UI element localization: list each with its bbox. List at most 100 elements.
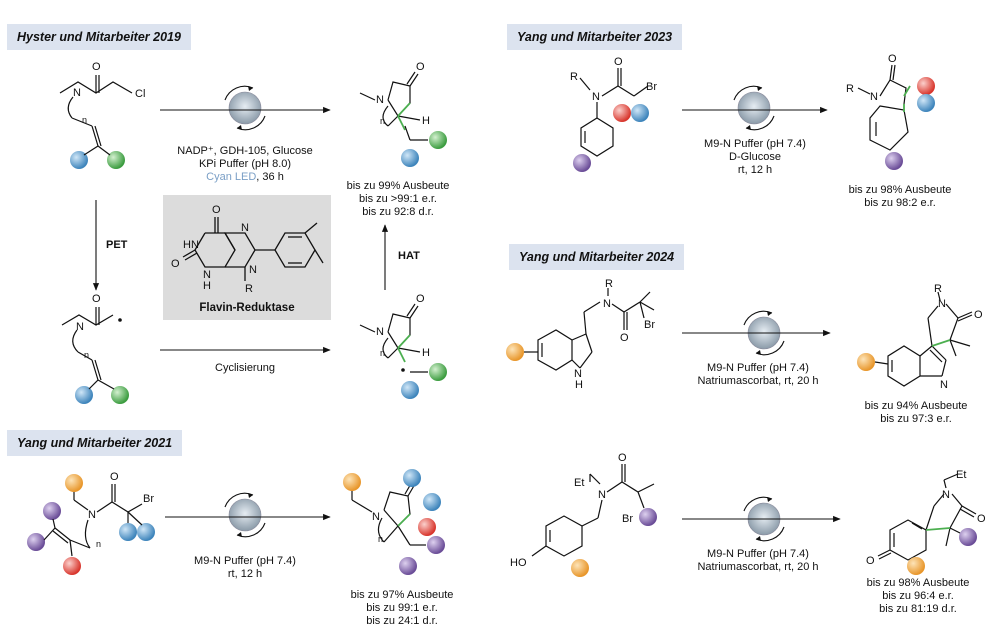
conditions-time: , 36 h [256, 171, 284, 183]
substituent-green [111, 386, 129, 404]
molecule-yang2023-substrate [579, 68, 649, 157]
atom-r: R [570, 71, 578, 83]
substituent-blue [917, 94, 935, 112]
molecule-yang2024b-substrate [531, 464, 655, 557]
atom-br: Br [644, 319, 655, 331]
flavin-reductase-box: O O HN N H N R N Flavin-Reduktase [163, 195, 331, 320]
molecule-yang2023-product [857, 64, 909, 151]
label-cyclization: Cyclisierung [215, 362, 275, 374]
substituent-blue [631, 104, 649, 122]
substituent-purple [27, 533, 45, 551]
atom-h: H [422, 115, 430, 127]
atom-br: Br [143, 493, 154, 505]
flavin-o-top: O [212, 204, 221, 216]
substituent-purple [959, 528, 977, 546]
enzyme-icon [733, 85, 775, 131]
conditions-yang2024a: M9-N Puffer (pH 7.4) Natriumascorbat, rt… [697, 362, 818, 388]
substituent-red [613, 104, 631, 122]
substituent-purple [427, 536, 445, 554]
result-er: bis zu 99:1 e.r. [366, 602, 438, 614]
atom-cl: Cl [135, 88, 145, 100]
cyan-led-label: Cyan LED [206, 171, 257, 183]
flavin-n-bottom: N [249, 264, 257, 276]
substituent-purple [639, 508, 657, 526]
molecule-hyster-radical-2 [359, 303, 428, 373]
result-yield: bis zu 98% Ausbeute [848, 184, 952, 196]
atom-o: O [614, 56, 623, 68]
header-yang-2021: Yang und Mitarbeiter 2021 [7, 430, 183, 456]
molecule-yang2024b-product [877, 473, 977, 561]
atom-o: O [416, 293, 425, 305]
substituent-orange [343, 473, 361, 491]
substituent-orange [65, 474, 83, 492]
flavin-nh-bottom: N [203, 269, 211, 281]
molecule-yang2024a-product [887, 291, 973, 387]
conditions-line: Natriumascorbat, rt, 20 h [697, 561, 819, 573]
conditions-line: rt, 12 h [227, 568, 263, 580]
conditions-line: Natriumascorbat, rt, 20 h [697, 375, 819, 387]
atom-o: O [977, 513, 986, 525]
index-n: n [82, 115, 87, 125]
substituent-green [429, 363, 447, 381]
header-hyster-2019: Hyster und Mitarbeiter 2019 [7, 24, 191, 50]
results-yang2023: bis zu 98% Ausbeute bis zu 98:2 e.r. [849, 184, 952, 210]
enzyme-icon [224, 492, 266, 538]
label-pet: PET [106, 239, 128, 251]
result-er: bis zu 96:4 e.r. [882, 590, 954, 602]
atom-o: O [92, 61, 101, 73]
molecule-hyster-radical-1 [61, 307, 114, 381]
conditions-yang2024b: M9-N Puffer (pH 7.4) Natriumascorbat, rt… [697, 548, 818, 574]
atom-n: N [73, 87, 81, 99]
conditions-yang2021: M9-N Puffer (pH 7.4) rt, 12 h [194, 555, 296, 581]
atom-n: N [376, 94, 384, 106]
substituent-blue [401, 149, 419, 167]
atom-o: O [974, 309, 983, 321]
conditions-line: D-Glucose [704, 151, 806, 164]
substituent-orange [506, 343, 524, 361]
atom-r: R [934, 283, 942, 295]
substituent-blue [137, 523, 155, 541]
result-dr: bis zu 24:1 d.r. [366, 615, 438, 627]
conditions-line: Cyan LED, 36 h [177, 171, 312, 184]
index-n: n [380, 348, 385, 358]
atom-br: Br [622, 513, 633, 525]
index-n: n [378, 534, 383, 544]
atom-r: R [846, 83, 854, 95]
result-er: bis zu 98:2 e.r. [864, 197, 936, 209]
atom-o: O [888, 53, 897, 65]
substituent-green [429, 131, 447, 149]
result-yield: bis zu 97% Ausbeute [350, 589, 454, 601]
atom-n: N [603, 298, 611, 310]
substituent-purple [43, 502, 61, 520]
results-hyster: bis zu 99% Ausbeute bis zu >99:1 e.r. bi… [347, 180, 450, 219]
result-dr: bis zu 81:19 d.r. [879, 603, 957, 615]
index-n: n [84, 350, 89, 360]
flavin-label: Flavin-Reduktase [199, 302, 295, 314]
atom-n: N [88, 509, 96, 521]
substituent-blue [119, 523, 137, 541]
substituent-blue [401, 381, 419, 399]
molecule-hyster-product [359, 71, 428, 141]
atom-n: N [940, 379, 948, 391]
results-yang2024b: bis zu 98% Ausbeute bis zu 96:4 e.r. bis… [867, 577, 970, 616]
conditions-yang2023: M9-N Puffer (pH 7.4) D-Glucose rt, 12 h [704, 138, 806, 177]
atom-r: R [605, 278, 613, 290]
molecule-yang2021-substrate [52, 484, 143, 557]
d-prefix: D [729, 151, 737, 163]
atom-o: O [110, 471, 119, 483]
substituent-red [917, 77, 935, 95]
atom-n: N [574, 368, 582, 380]
atom-o: O [618, 452, 627, 464]
substituent-purple [399, 557, 417, 575]
substituent-purple [573, 154, 591, 172]
results-yang2024a: bis zu 94% Ausbeute bis zu 97:3 e.r. [865, 400, 968, 426]
atom-n: N [76, 321, 84, 333]
atom-h: H [575, 379, 583, 391]
radical-dot [401, 368, 405, 372]
conditions-line: NADP⁺, GDH-105, Glucose [177, 145, 313, 157]
conditions-line: M9-N Puffer (pH 7.4) [707, 548, 809, 560]
atom-ho: HO [510, 557, 527, 569]
results-yang2021: bis zu 97% Ausbeute bis zu 99:1 e.r. bis… [351, 589, 454, 628]
index-n: n [380, 116, 385, 126]
flavin-h-bottom: H [203, 280, 211, 292]
